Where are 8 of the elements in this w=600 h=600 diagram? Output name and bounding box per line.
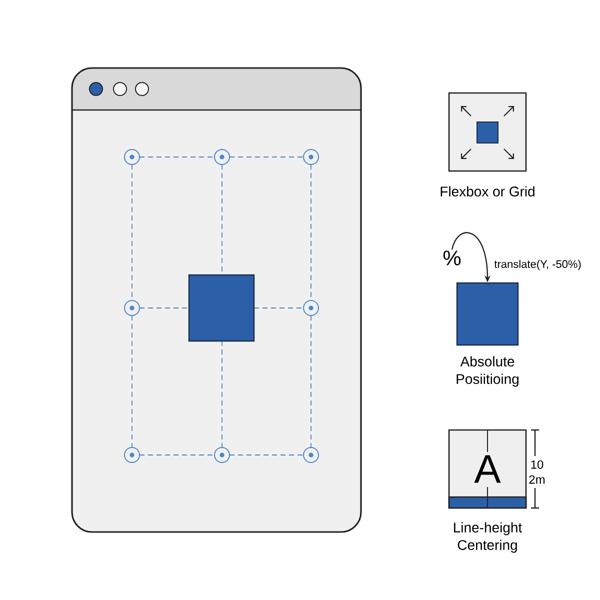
icon-tile [448, 92, 527, 172]
node-label: Absolute Posiitioing [456, 356, 518, 387]
node-label: Line-height Centering [454, 522, 522, 553]
percent-sign: % [443, 250, 461, 266]
square [456, 282, 519, 346]
edge-label: translate(Y, -50%) [493, 258, 582, 272]
node-label: Flexbox or Grid [440, 186, 534, 196]
square [188, 274, 255, 342]
